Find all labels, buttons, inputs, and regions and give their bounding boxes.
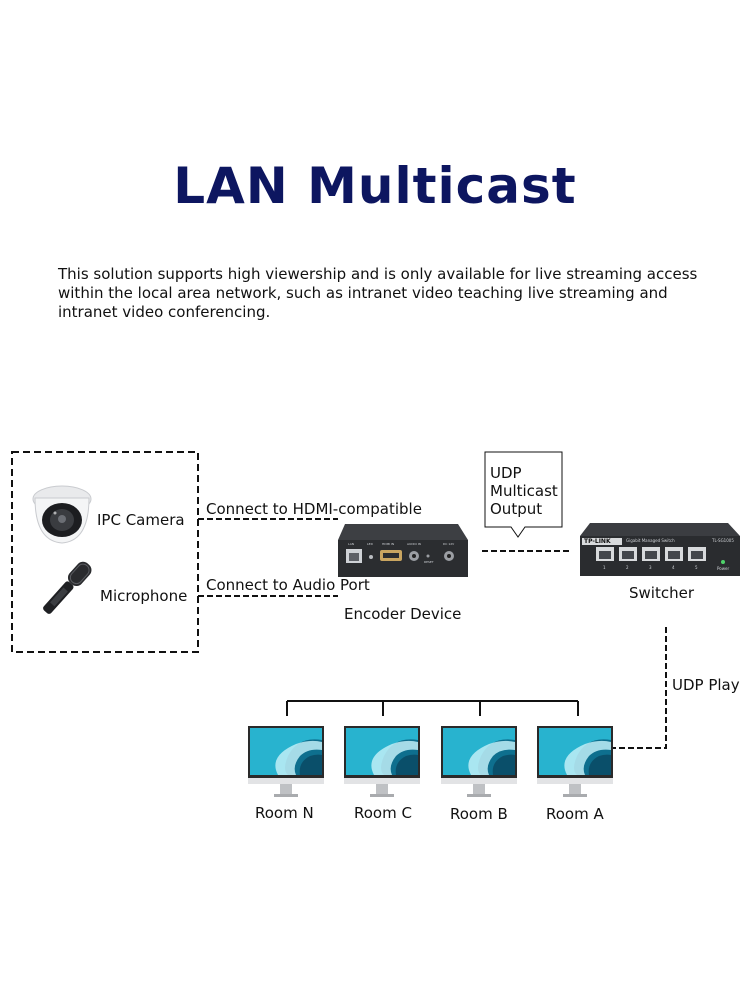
audio-connection-label: Connect to Audio Port <box>206 576 370 594</box>
encoder-port-led: LED <box>367 542 373 546</box>
room-label-b: Room B <box>450 805 508 823</box>
udp-play-line <box>613 627 667 749</box>
udp-output-line-3: Output <box>490 500 543 518</box>
switch-brand: TP-LINK <box>584 538 611 545</box>
room-label-c: Room C <box>354 804 412 822</box>
switch-power-label: Power <box>717 566 730 571</box>
ipc-camera-icon <box>32 485 92 544</box>
switch-port-4: 4 <box>672 565 675 570</box>
encoder-port-lan: LAN <box>348 542 355 546</box>
switch-port-5: 5 <box>695 565 698 570</box>
monitor-icon-room-c <box>344 726 420 797</box>
encoder-port-dc: DC 12V <box>443 542 455 546</box>
room-label-n: Room N <box>255 804 314 822</box>
encoder-label: Encoder Device <box>344 605 462 623</box>
encoder-port-audio: AUDIO IN <box>407 542 421 546</box>
page-title: LAN Multicast <box>173 157 577 215</box>
switch-port-3: 3 <box>649 565 652 570</box>
switch-subtitle: Gigabit Managed Switch <box>626 538 675 543</box>
microphone-label: Microphone <box>100 587 188 605</box>
switch-model: TL-SG1005 <box>712 538 734 543</box>
udp-output-line-1: UDP <box>490 464 522 482</box>
switch-port-1: 1 <box>603 565 606 570</box>
switch-device-icon <box>580 523 740 576</box>
switcher-label: Switcher <box>629 584 694 602</box>
encoder-device-icon <box>338 524 468 577</box>
monitor-icon-room-n <box>248 726 324 797</box>
monitor-icon-room-b <box>441 726 517 797</box>
encoder-port-hdmi: HDMI IN <box>382 542 395 546</box>
udp-output-line-2: Multicast <box>490 482 558 500</box>
source-devices-box <box>11 451 199 653</box>
description: This solution supports high viewership a… <box>58 265 698 321</box>
encoder-port-reset: RESET <box>424 560 434 564</box>
udp-output-callout <box>484 451 563 538</box>
udp-play-label: UDP Play <box>672 676 740 694</box>
microphone-icon <box>43 561 92 614</box>
switch-port-2: 2 <box>626 565 629 570</box>
room-label-a: Room A <box>546 805 604 823</box>
hdmi-connection-label: Connect to HDMI-compatible <box>206 500 422 518</box>
monitor-icon-room-a <box>537 726 613 797</box>
camera-label: IPC Camera <box>97 511 185 529</box>
